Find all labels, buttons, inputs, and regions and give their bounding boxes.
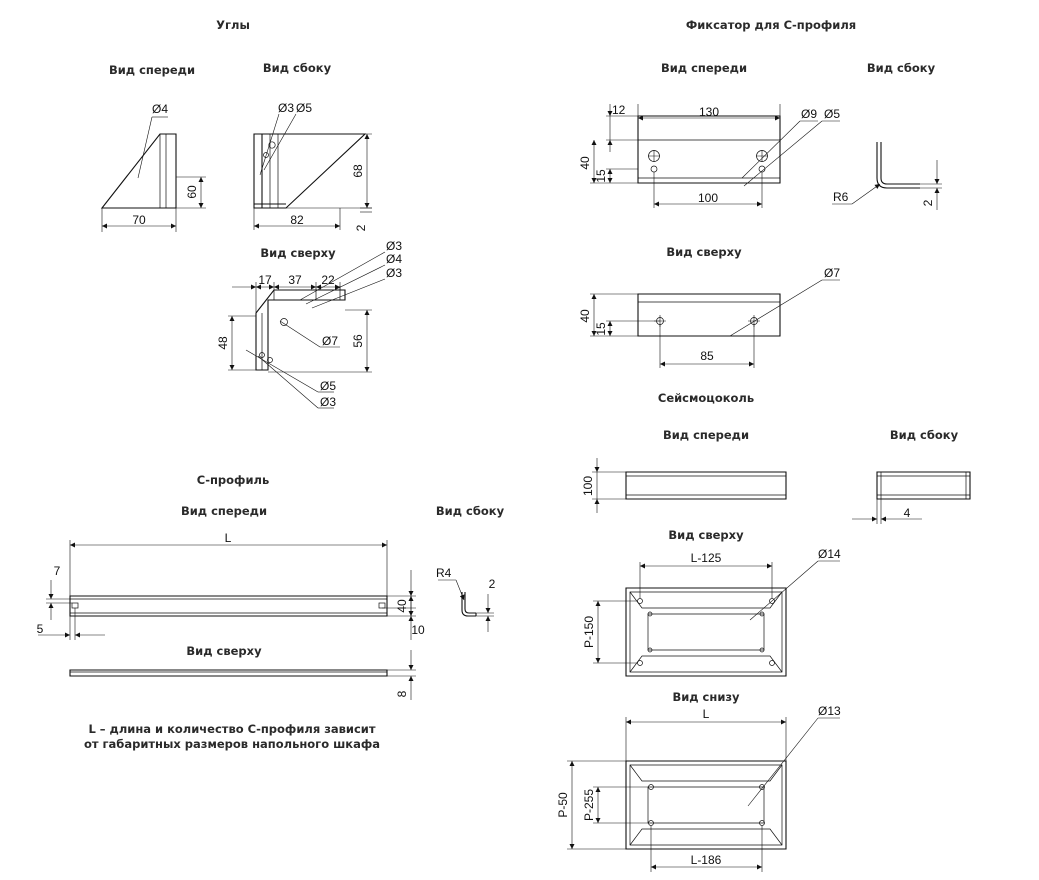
clamp-front-h9-dim: Ø9 <box>801 107 817 121</box>
c-profile-note-line2: от габаритных размеров напольного шкафа <box>84 737 380 751</box>
clamp-front-130-dim: 130 <box>699 105 719 119</box>
corner-top-37-dim: 37 <box>288 273 302 287</box>
corner-top-view: 17 37 22 Ø3 Ø4 Ø3 48 56 Ø7 Ø5 Ø3 <box>216 239 402 409</box>
plinth-top-l125-dim: L-125 <box>691 551 722 565</box>
c-profile-side-view: R4 2 <box>436 566 496 632</box>
plinth-side-4-dim: 4 <box>904 506 911 520</box>
c-profile-top-view-label: Вид сверху <box>186 644 262 658</box>
c-profile-section: С-профиль Вид спереди Вид сбоку Вид свер… <box>37 473 505 751</box>
corners-section: Углы Вид спереди Вид сбоку Вид сверху 70… <box>100 18 402 409</box>
corner-side-height-dim: 68 <box>351 164 365 178</box>
corner-top-h5-dim: Ø5 <box>320 379 336 393</box>
clamp-top-85-dim: 85 <box>700 349 714 363</box>
corner-side-view: 68 82 2 Ø3 Ø5 <box>253 101 372 231</box>
plinth-front-view-label: Вид спереди <box>663 428 749 442</box>
corner-front-hole-dim: Ø4 <box>152 102 168 116</box>
corner-top-h7-dim: Ø7 <box>322 334 338 348</box>
clamp-front-12-dim: 12 <box>612 103 626 117</box>
clamp-front-view: 130 40 15 12 100 Ø9 Ø5 <box>578 103 840 208</box>
plinth-side-view-label: Вид сбоку <box>890 428 959 442</box>
corners-side-view-label: Вид сбоку <box>263 61 332 75</box>
plinth-title: Сейсмоцоколь <box>658 391 754 405</box>
c-profile-r4-dim: R4 <box>436 566 452 580</box>
plinth-bottom-p50-dim: P-50 <box>556 792 570 818</box>
clamp-front-view-label: Вид спереди <box>661 61 747 75</box>
clamp-side-view-label: Вид сбоку <box>867 61 936 75</box>
plinth-bottom-view: L P-50 P-255 L-186 Ø13 <box>556 704 841 872</box>
clamp-side-r6-dim: R6 <box>833 190 849 204</box>
corner-top-h3b-dim: Ø3 <box>386 266 402 280</box>
plinth-bottom-l-dim: L <box>703 707 710 721</box>
c-profile-len-dim: L <box>225 531 232 545</box>
plinth-top-p150-dim: P-150 <box>582 616 596 648</box>
corner-front-view: 70 60 Ø4 <box>100 102 206 232</box>
plinth-front-view: 100 <box>581 458 787 513</box>
corner-top-h3a-dim: Ø3 <box>386 239 402 253</box>
plinth-front-100-dim: 100 <box>581 476 595 496</box>
clamp-front-15-dim: 15 <box>594 169 608 183</box>
c-profile-front-view: L 7 5 40 10 <box>37 531 425 640</box>
c-profile-40-dim: 40 <box>395 599 409 613</box>
clamp-front-40-dim: 40 <box>578 156 592 170</box>
plinth-side-view: 4 <box>852 471 971 524</box>
clamp-front-100-dim: 100 <box>698 191 718 205</box>
corner-front-width-dim: 70 <box>132 213 146 227</box>
plinth-bottom-view-label: Вид снизу <box>672 690 740 704</box>
corner-front-height-dim: 60 <box>185 185 199 199</box>
corner-side-width-dim: 82 <box>290 213 304 227</box>
c-profile-side-view-label: Вид сбоку <box>436 504 505 518</box>
corner-side-hole-b-dim: Ø5 <box>296 101 312 115</box>
c-profile-front-view-label: Вид спереди <box>181 504 267 518</box>
corner-top-h4-dim: Ø4 <box>386 252 402 266</box>
corners-title: Углы <box>216 18 250 32</box>
clamp-front-h5-dim: Ø5 <box>824 107 840 121</box>
plinth-top-view-label: Вид сверху <box>668 528 744 542</box>
plinth-section: Сейсмоцоколь Вид спереди Вид сбоку Вид с… <box>556 391 971 872</box>
corners-top-view-label: Вид сверху <box>260 246 336 260</box>
clamp-top-40-dim: 40 <box>578 309 592 323</box>
c-profile-8-dim: 8 <box>395 690 409 697</box>
corner-side-thk-dim: 2 <box>354 224 368 231</box>
c-profile-5-dim: 5 <box>37 622 44 636</box>
clamp-side-view: 2 R6 <box>832 142 942 210</box>
clamp-side-2-dim: 2 <box>921 199 935 206</box>
corner-top-17-dim: 17 <box>258 273 272 287</box>
plinth-bottom-l186-dim: L-186 <box>691 853 722 867</box>
corners-front-view-label: Вид спереди <box>109 63 195 77</box>
corner-top-22-dim: 22 <box>321 273 335 287</box>
corner-top-h3c-dim: Ø3 <box>320 395 336 409</box>
clamp-top-h7-dim: Ø7 <box>824 266 840 280</box>
c-profile-title: С-профиль <box>197 473 269 487</box>
c-profile-top-view: 8 <box>69 650 416 700</box>
c-profile-2-dim: 2 <box>489 577 496 591</box>
clamp-top-view: 40 15 85 Ø7 <box>578 266 840 368</box>
clamp-section: Фиксатор для С-профиля Вид спереди Вид с… <box>578 18 942 368</box>
corner-top-48-dim: 48 <box>216 336 230 350</box>
c-profile-note-line1: L – длина и количество С-профиля зависит <box>88 722 375 736</box>
plinth-top-h14-dim: Ø14 <box>818 547 841 561</box>
plinth-top-view: L-125 P-150 Ø14 <box>582 547 841 677</box>
corner-side-hole-a-dim: Ø3 <box>278 101 294 115</box>
c-profile-7-dim: 7 <box>54 564 61 578</box>
plinth-bottom-h13-dim: Ø13 <box>818 704 841 718</box>
clamp-top-view-label: Вид сверху <box>666 245 742 259</box>
clamp-top-15-dim: 15 <box>594 322 608 336</box>
c-profile-10-dim: 10 <box>411 623 425 637</box>
corner-top-56-dim: 56 <box>351 334 365 348</box>
clamp-title: Фиксатор для С-профиля <box>686 18 856 32</box>
plinth-bottom-p255-dim: P-255 <box>582 789 596 821</box>
